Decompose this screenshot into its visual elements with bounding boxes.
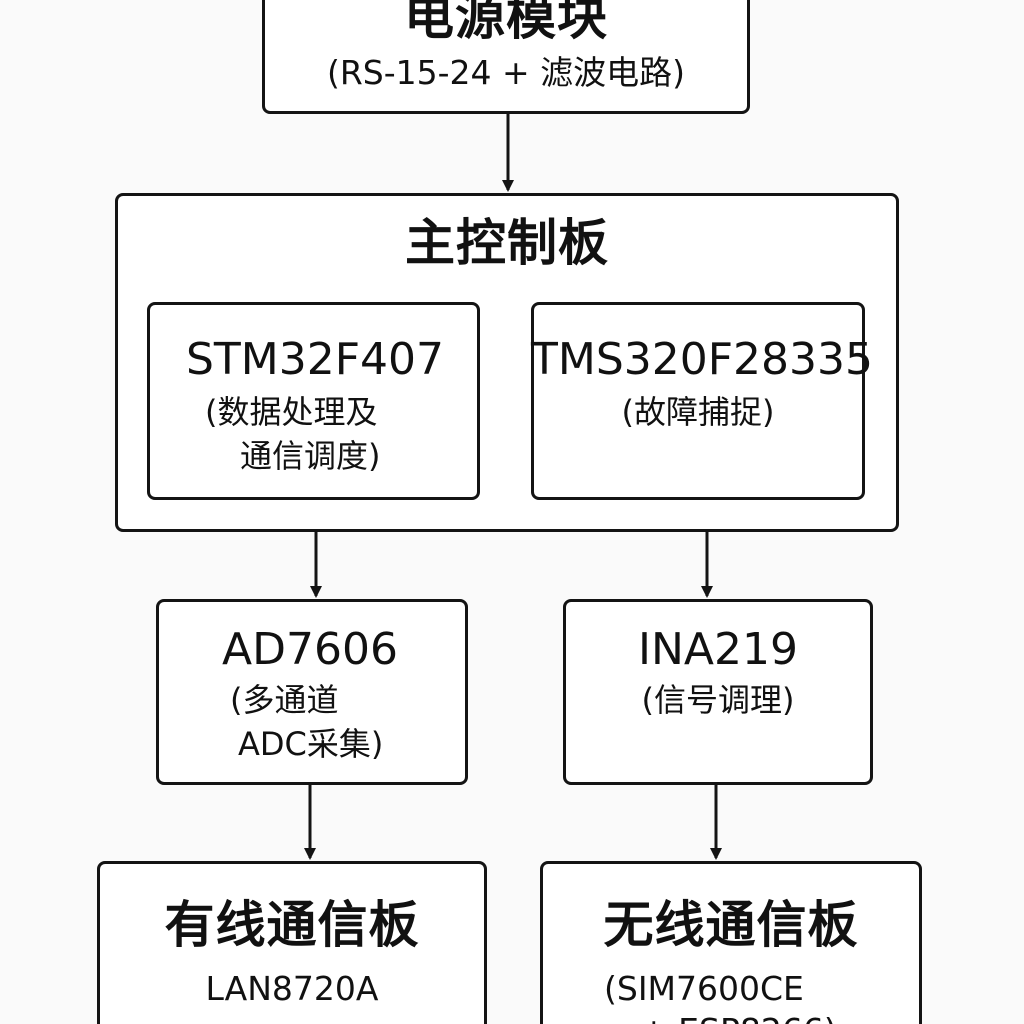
wired-board-box [97,861,487,1024]
ina219-box [563,599,873,785]
power-module-subtitle: (RS-15-24 + 滤波电路) [326,53,686,92]
ina219-name: INA219 [638,624,798,675]
stm32-name: STM32F407 [185,334,445,385]
wireless-board-chip-line1: (SIM7600CE [604,969,804,1008]
ina219-desc: (信号调理) [641,681,795,719]
power-module-box [262,0,750,114]
ad7606-box [156,599,468,785]
ad7606-desc-line1: (多通道 [230,681,339,719]
wired-board-chip: LAN8720A [205,969,379,1008]
stm32-desc-line2: 通信调度) [240,437,381,475]
stm32-desc-line1: (数据处理及 [205,393,378,431]
tms320-desc: (故障捕捉) [621,393,775,431]
tms320-box [531,302,865,500]
wireless-board-title: 无线通信板 [603,896,859,954]
wireless-board-box [540,861,922,1024]
ad7606-desc-line2: ADC采集) [238,725,384,763]
main-board-title: 主控制板 [405,214,609,272]
wired-board-title: 有线通信板 [164,896,420,954]
stm32-box [147,302,480,500]
ad7606-name: AD7606 [222,624,398,675]
tms320-name: TMS320F28335 [531,334,874,385]
wireless-board-chip-line2: + ESP8266) [640,1014,837,1024]
power-module-title: 电源模块 [404,0,608,46]
